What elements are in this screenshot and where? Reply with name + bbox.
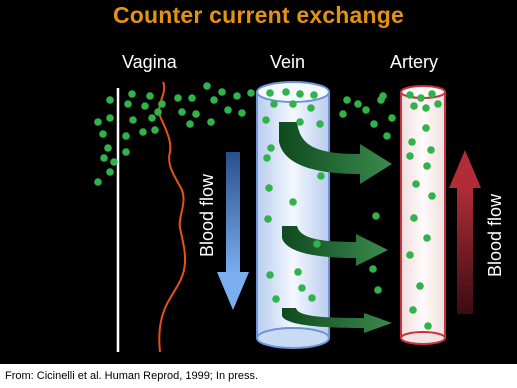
counter-current-diagram: Blood flow Blood flow [0, 0, 517, 364]
citation-footer: From: Cicinelli et al. Human Reprod, 199… [0, 364, 517, 388]
artery-tube [401, 86, 445, 344]
vein-blood-flow-label: Blood flow [197, 173, 217, 257]
artery-blood-flow-label: Blood flow [485, 193, 505, 277]
vaginal-wavy-line [159, 82, 185, 352]
upward-arrow-icon [449, 150, 481, 314]
downward-arrow-icon [217, 152, 249, 310]
